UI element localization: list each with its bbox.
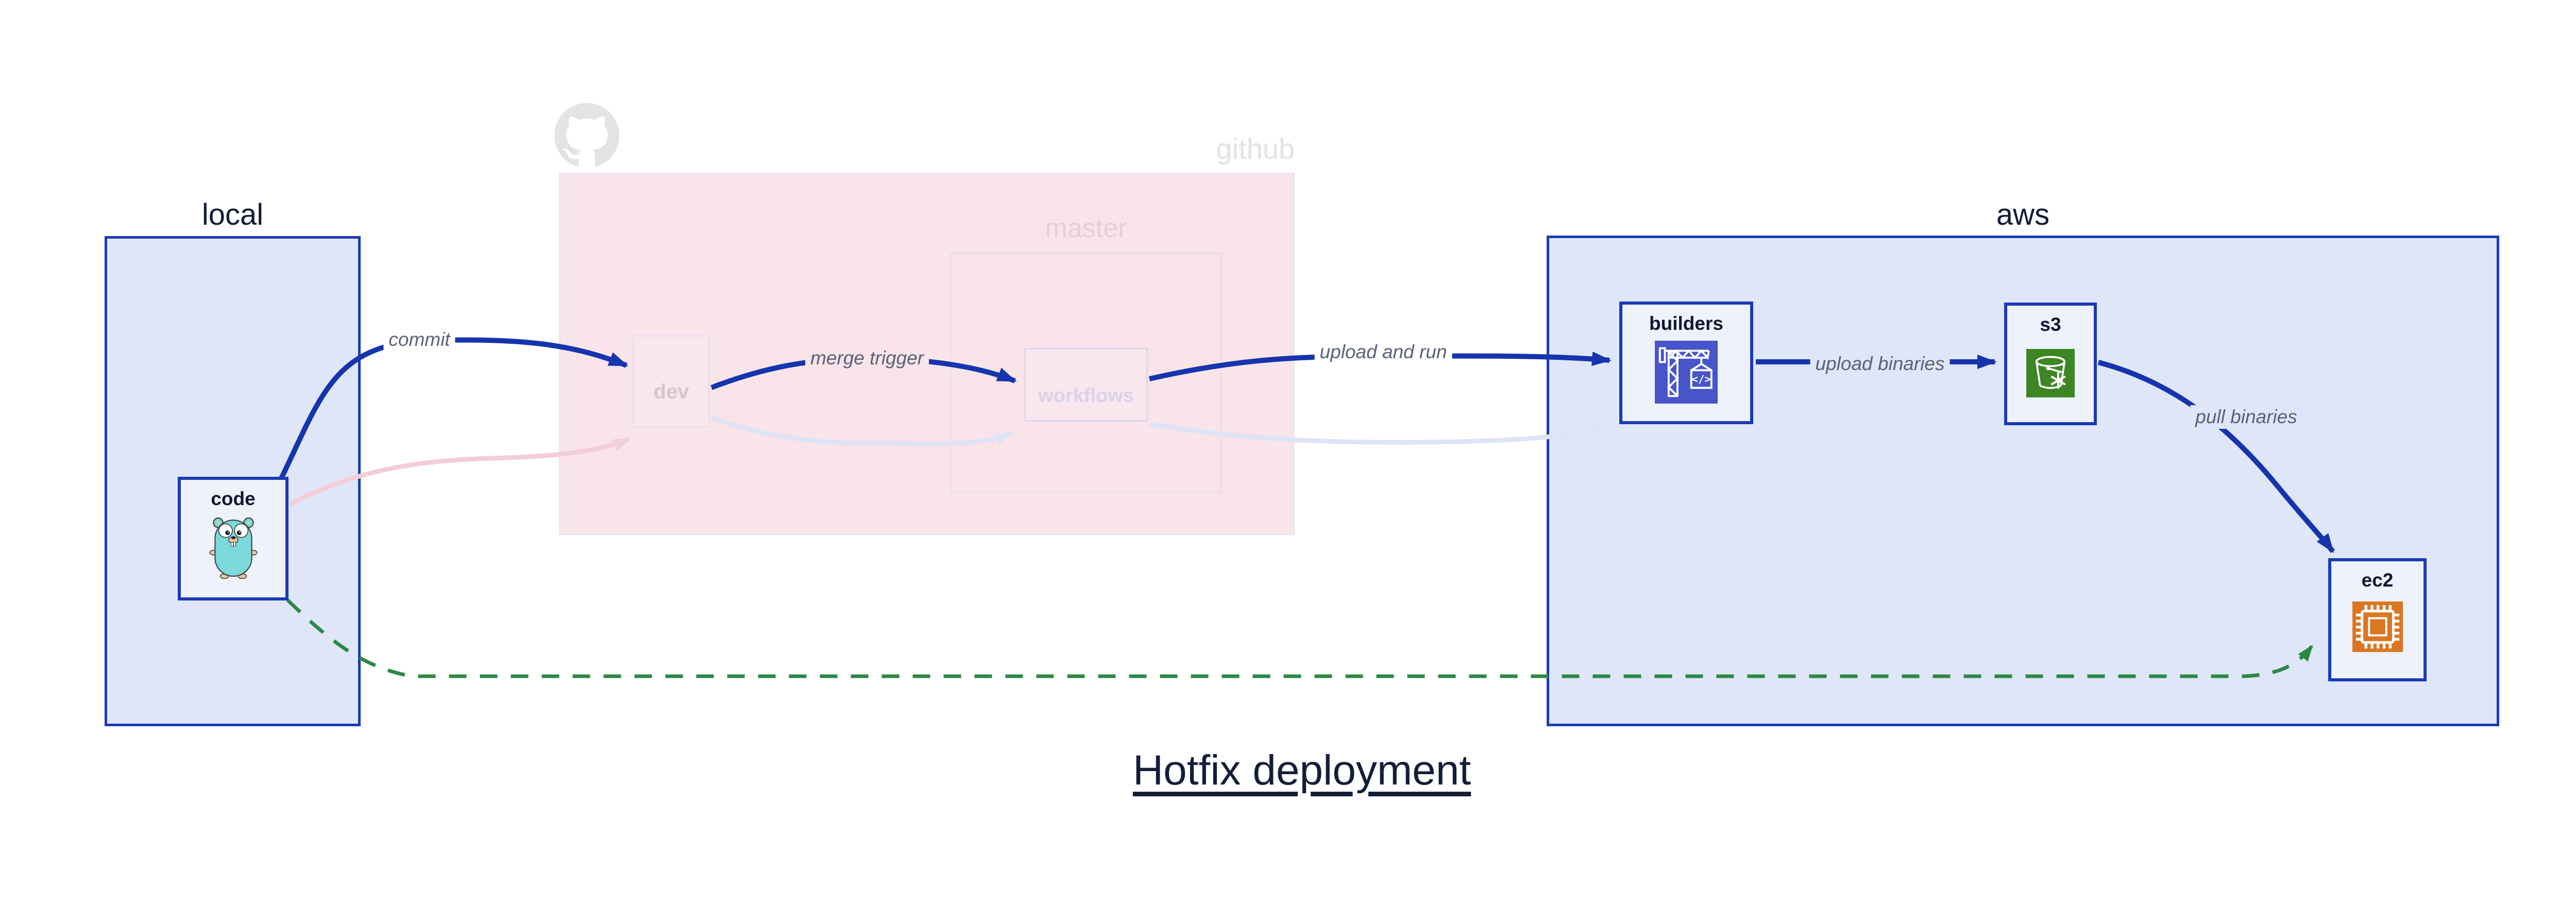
node-dev: dev: [633, 335, 710, 428]
node-builders-label: builders: [1649, 313, 1723, 334]
node-s3: s3: [2004, 303, 2097, 425]
aws-group-label: aws: [1996, 198, 2050, 231]
node-code: code: [178, 477, 289, 600]
faded-workflows-to-builders-arrow: [1149, 421, 1609, 445]
edge-label-pull-binaries: pull binaries: [2190, 405, 2302, 429]
node-dev-label: dev: [653, 380, 689, 403]
s3-glacier-bucket-icon: [2026, 349, 2075, 397]
edge-label-commit: commit: [383, 328, 455, 352]
edge-label-upload-and-run: upload and run: [1314, 340, 1452, 364]
local-group-label: local: [201, 198, 264, 231]
github-group-label: github: [1216, 132, 1295, 165]
faded-code-to-dev-arrow: [289, 437, 631, 506]
pull-binaries-arrow: [2097, 360, 2335, 554]
hotfix-pull-dashed-arrow: [286, 598, 2313, 678]
diagram-title: Hotfix deployment: [0, 746, 2576, 795]
github-octocat-icon: [554, 103, 619, 166]
ec2-chip-icon: [2352, 602, 2403, 652]
node-s3-label: s3: [2040, 314, 2061, 335]
master-branch-label: master: [1045, 213, 1127, 243]
codebuild-crane-icon: </>: [1655, 341, 1718, 404]
codebuild-code-glyph: </>: [1692, 373, 1711, 386]
node-workflows-label: workflows: [1038, 385, 1134, 407]
node-builders: builders </>: [1619, 302, 1753, 424]
gopher-icon: [209, 517, 258, 579]
edge-label-merge-trigger: merge trigger: [805, 346, 929, 370]
node-ec2: ec2: [2328, 558, 2427, 681]
node-workflows: workflows: [1024, 348, 1148, 422]
master-branch-box: [950, 253, 1222, 493]
faded-dev-to-workflows-arrow: [710, 415, 1013, 446]
node-ec2-label: ec2: [2361, 570, 2394, 591]
node-code-label: code: [211, 488, 256, 509]
edge-label-upload-binaries: upload binaries: [1810, 352, 1950, 376]
diagram-title-text: Hotfix deployment: [1132, 747, 1471, 794]
